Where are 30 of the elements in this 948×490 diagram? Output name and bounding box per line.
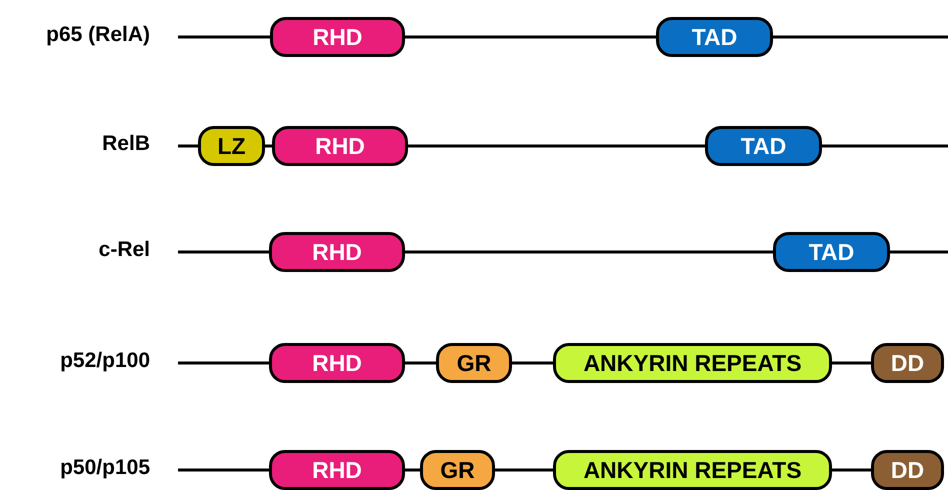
domain-box: GR: [436, 343, 512, 383]
protein-name: p50/p105: [60, 456, 150, 480]
backbone-line: [512, 362, 553, 364]
domain-box: RHD: [269, 450, 405, 490]
backbone-line: [408, 144, 705, 148]
backbone-line: [265, 144, 272, 148]
protein-name: p52/p100: [60, 349, 150, 373]
domain-box: DD: [871, 450, 944, 490]
protein-name: p65 (RelA): [46, 23, 150, 47]
protein-name: c-Rel: [98, 238, 150, 262]
backbone-line: [832, 468, 871, 472]
backbone-line: [832, 362, 871, 364]
domain-box: RHD: [269, 343, 405, 383]
domain-box: TAD: [705, 126, 822, 166]
domain-box: TAD: [656, 17, 773, 57]
domain-box: RHD: [269, 232, 405, 272]
domain-box: RHD: [270, 17, 405, 57]
domain-box: RHD: [272, 126, 408, 166]
backbone-line: [405, 250, 773, 254]
domain-box: DD: [871, 343, 944, 383]
domain-box: TAD: [773, 232, 890, 272]
backbone-line: [405, 36, 656, 38]
protein-name: RelB: [102, 132, 150, 156]
domain-box: ANKYRIN REPEATS: [553, 450, 832, 490]
domain-box: GR: [420, 450, 495, 490]
backbone-line: [405, 468, 420, 472]
backbone-line: [405, 362, 436, 364]
domain-box: ANKYRIN REPEATS: [553, 343, 832, 383]
domain-box: LZ: [198, 126, 265, 166]
backbone-line: [495, 468, 553, 472]
